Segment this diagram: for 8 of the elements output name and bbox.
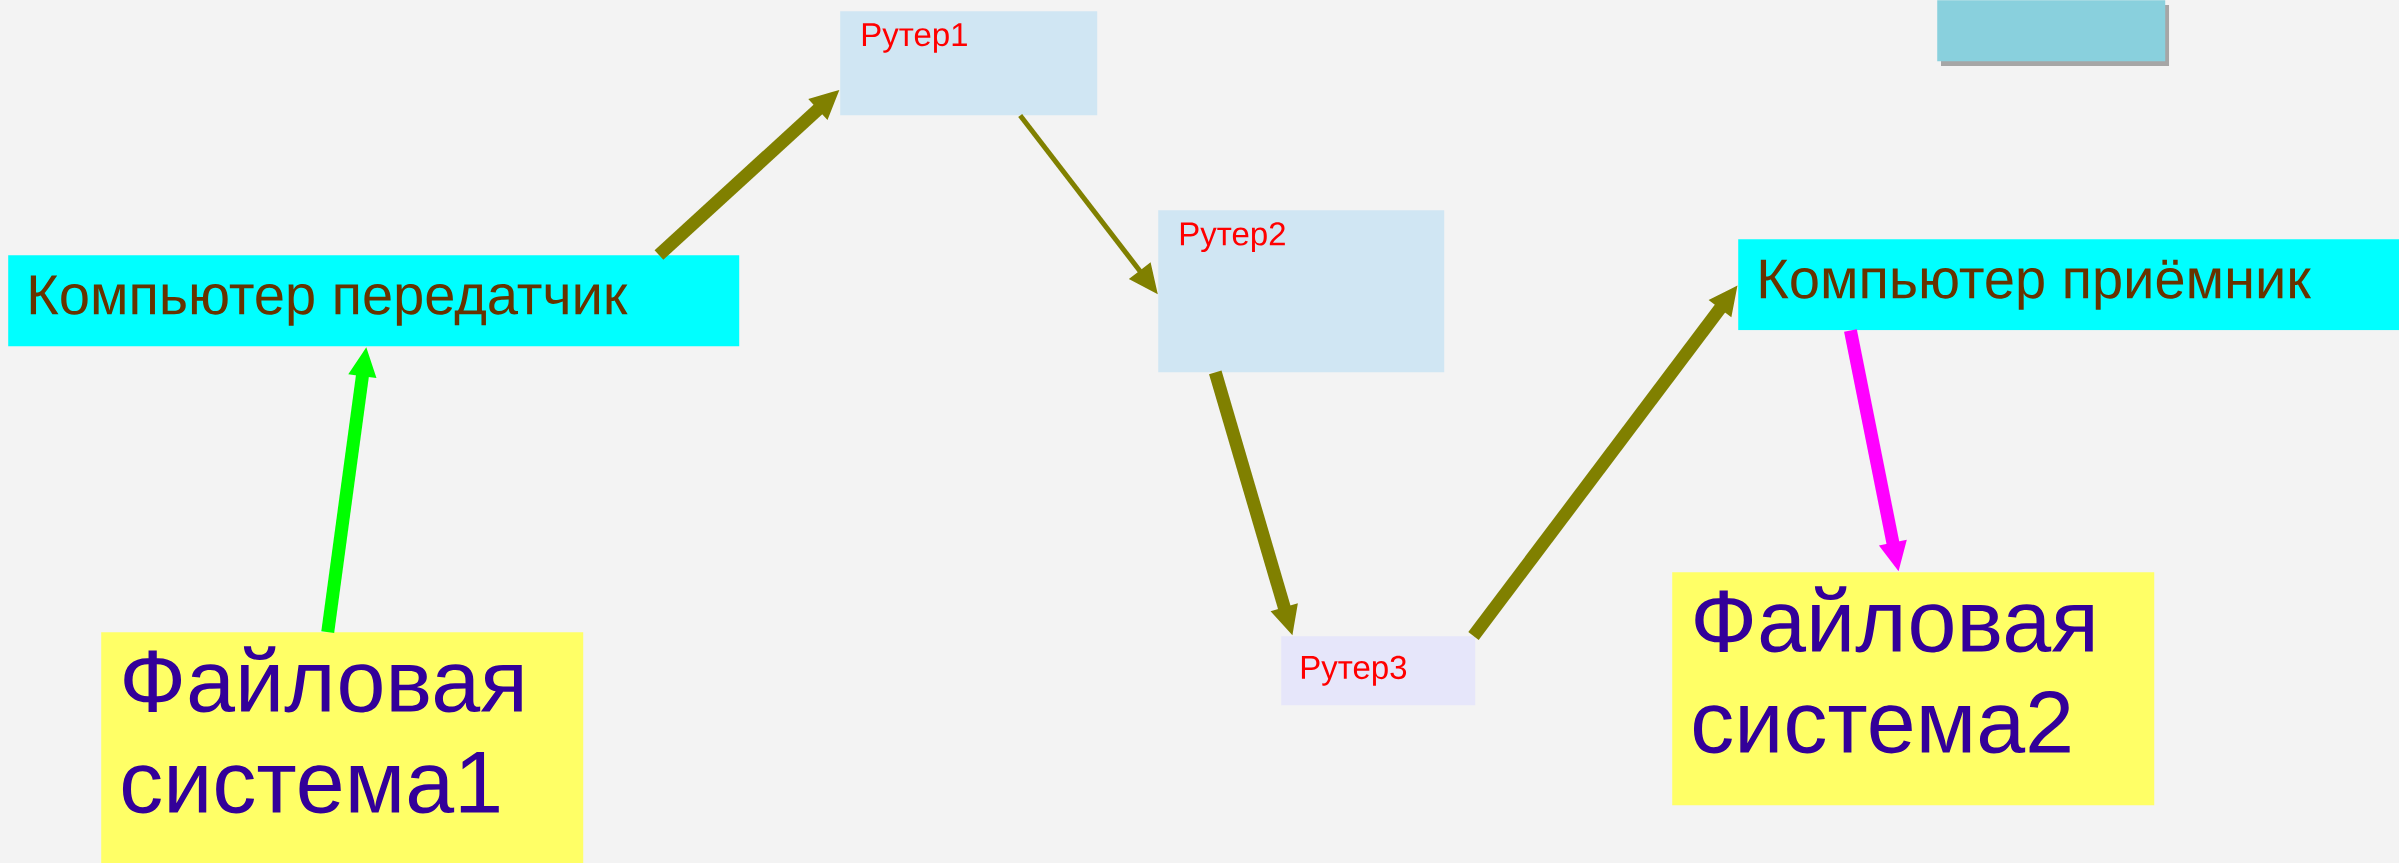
computer-box: Компьютер приёмник bbox=[1738, 239, 2399, 331]
router-box: Рутер1 bbox=[840, 11, 1098, 116]
tab-box bbox=[1937, 0, 2169, 66]
router-box: Рутер2 bbox=[1158, 210, 1445, 373]
router-box: Рутер3 bbox=[1281, 636, 1476, 706]
file-system-box: Файловая система1 bbox=[101, 632, 584, 863]
file-system-box: Файловая система2 bbox=[1672, 572, 2155, 806]
computer-box: Компьютер передатчик bbox=[8, 255, 740, 347]
